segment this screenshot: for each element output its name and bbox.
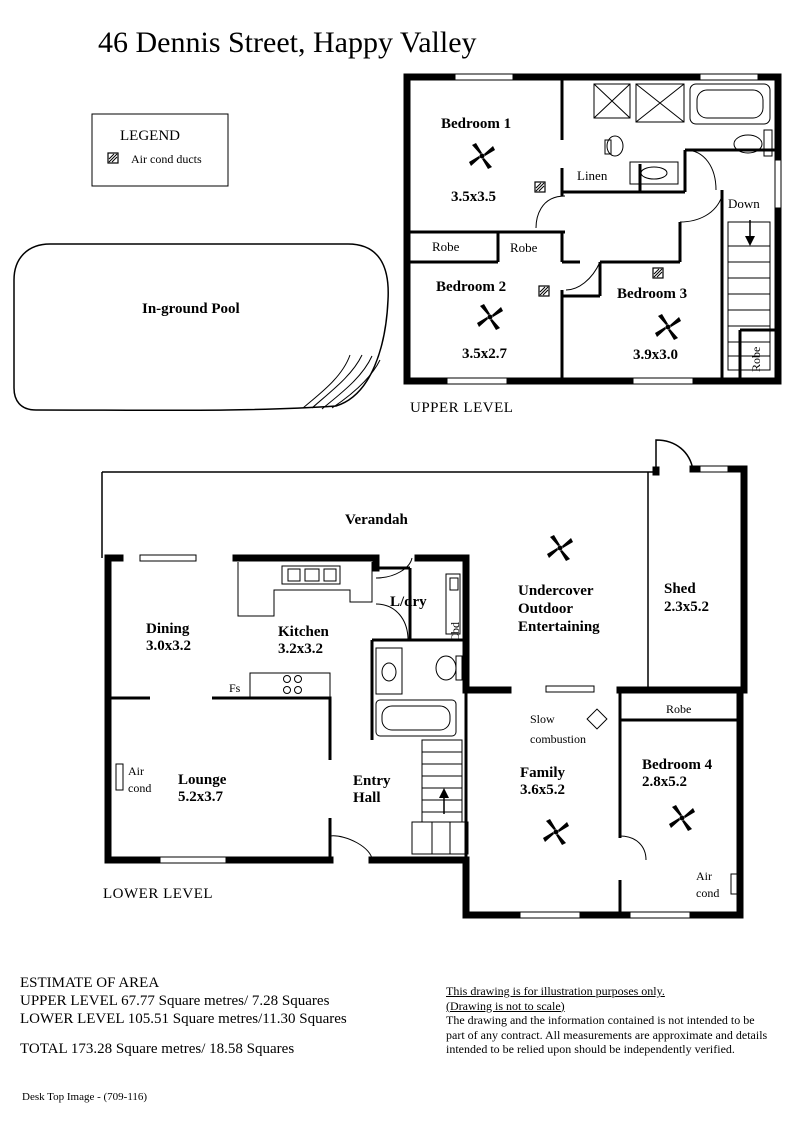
legend-heading: LEGEND (120, 128, 180, 144)
outdoor-line3: Entertaining (518, 619, 600, 635)
room-name-bedroom4: Bedroom 4 (642, 757, 713, 773)
air-cond-label-line2: cond (696, 886, 719, 900)
ceiling-fan-icon (669, 805, 695, 831)
room-name-shed: Shed (664, 581, 696, 597)
image-credit: Desk Top Image - (709-116) (22, 1091, 148, 1103)
air-cond-duct-icon (652, 267, 664, 279)
air-cond-label-line1: Air (696, 869, 712, 883)
room-size-bedroom2: 3.5x2.7 (462, 346, 508, 362)
robe-label: Robe (749, 347, 763, 372)
pool-label: In-ground Pool (142, 301, 240, 317)
legend-item-label: Air cond ducts (131, 152, 202, 166)
area-estimate: ESTIMATE OF AREA UPPER LEVEL 67.77 Squar… (20, 974, 440, 1058)
room-name-laundry: L/dry (390, 594, 427, 610)
air-cond-label-line2: cond (128, 781, 151, 795)
area-heading: ESTIMATE OF AREA (20, 975, 160, 991)
room-size-family: 3.6x5.2 (520, 782, 565, 798)
linen-label: Linen (577, 168, 608, 183)
ceiling-fan-icon (655, 314, 681, 340)
entry-line1: Entry (353, 773, 391, 789)
room-size-shed: 2.3x5.2 (664, 599, 709, 615)
area-total: TOTAL 173.28 Square metres/ 18.58 Square… (20, 1041, 295, 1057)
room-name-family: Family (520, 765, 565, 781)
disclaimer-body: The drawing and the information containe… (446, 1013, 768, 1056)
lower-stairs (411, 739, 469, 855)
room-size-bedroom3: 3.9x3.0 (633, 347, 678, 363)
room-size-lounge: 5.2x3.7 (178, 789, 224, 805)
room-size-kitchen: 3.2x3.2 (278, 641, 323, 657)
legend: LEGEND Air cond ducts (91, 113, 229, 187)
robe-label: Robe (666, 702, 691, 716)
room-name-kitchen: Kitchen (278, 624, 329, 640)
entry-line2: Hall (353, 790, 381, 806)
disclaimer-line2: (Drawing is not to scale) (446, 998, 565, 1013)
ceiling-fan-icon (543, 819, 569, 845)
upper-level-label: UPPER LEVEL (410, 400, 513, 416)
room-name-bedroom1: Bedroom 1 (441, 116, 511, 132)
air-cond-duct-icon (538, 285, 550, 297)
upper-level-plan: Bedroom 1 3.5x3.5 Bedroom 2 3.5x2.7 Bedr… (403, 73, 782, 385)
room-name-bedroom2: Bedroom 2 (436, 279, 506, 295)
ceiling-fan-icon (469, 143, 495, 169)
air-cond-duct-icon (534, 181, 546, 193)
lower-level-plan: Verandah Dining 3.0x3.2 Kitchen 3.2x3.2 … (101, 439, 748, 919)
room-size-bedroom1: 3.5x3.5 (451, 189, 496, 205)
page-title: 46 Dennis Street, Happy Valley (98, 26, 477, 59)
area-lower: LOWER LEVEL 105.51 Square metres/11.30 S… (20, 1011, 347, 1027)
room-name-verandah: Verandah (345, 512, 408, 528)
ceiling-fan-icon (547, 535, 573, 561)
in-ground-pool: In-ground Pool (13, 243, 389, 412)
lower-level-label: LOWER LEVEL (103, 886, 213, 902)
robe-label: Robe (510, 240, 538, 255)
outdoor-line1: Undercover (518, 583, 594, 599)
upper-stairs (727, 221, 771, 371)
air-cond-label-line1: Air (128, 764, 144, 778)
robe-label: Robe (432, 239, 460, 254)
cupboard-label: Cbd (448, 622, 462, 642)
room-size-dining: 3.0x3.2 (146, 638, 191, 654)
disclaimer-line1: This drawing is for illustration purpose… (446, 984, 665, 998)
room-name-dining: Dining (146, 621, 190, 637)
ceiling-fan-icon (477, 304, 503, 330)
slow-combustion-label-line2: combustion (530, 732, 586, 746)
disclaimer: This drawing is for illustration purpose… (446, 984, 776, 1057)
room-size-bedroom4: 2.8x5.2 (642, 774, 687, 790)
fridge-space-label: Fs (229, 681, 241, 695)
outdoor-line2: Outdoor (518, 601, 573, 617)
room-name-bedroom3: Bedroom 3 (617, 286, 687, 302)
stairs-down-label: Down (728, 196, 760, 211)
air-cond-duct-icon (107, 152, 119, 164)
slow-combustion-label-line1: Slow (530, 712, 555, 726)
room-name-lounge: Lounge (178, 772, 227, 788)
area-upper: UPPER LEVEL 67.77 Square metres/ 7.28 Sq… (20, 993, 330, 1009)
